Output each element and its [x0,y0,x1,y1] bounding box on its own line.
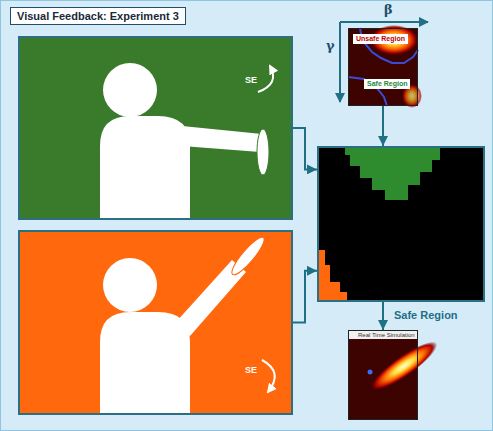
simulation-window: Safe RegionReal Time Simulation [348,330,418,420]
figure-arm [182,126,262,152]
flow-arrow [293,271,317,323]
region-map [317,146,485,302]
green-panel: SE [18,36,293,220]
heatmap-band [365,335,442,397]
motion-label: SE [245,366,257,376]
region-map [317,146,485,302]
axis-label: γ [326,38,335,53]
motion-label: SE [245,76,257,86]
title-box: Visual Feedback: Experiment 3 [10,7,186,25]
flow-arrow [382,106,384,146]
region-heading: Safe Region [394,309,458,321]
figure-body [100,312,190,413]
flow-arrow [382,302,384,330]
rotation-arrow [262,360,275,392]
window-title: Real Time Simulation [358,332,415,339]
orange-panel [18,230,293,415]
rotation-arrow [258,66,273,92]
flow-arrow [293,128,317,169]
window-titlebar [348,330,418,339]
safe-area [345,146,440,200]
figure-head [103,63,157,117]
axis-arrow [339,22,341,102]
axis-arrow [340,21,428,23]
unsafe-area [317,250,347,302]
figure-body [100,116,190,218]
region-label: Safe Region [364,79,410,89]
figure-head [103,258,157,312]
heatmap-box: Unsafe RegionSafe Region [348,28,418,106]
axis-label: β [384,2,393,17]
figure-hand [228,234,268,278]
region-label: Unsafe Region [353,34,408,44]
green-panel [18,36,293,220]
position-dot [368,370,373,375]
orange-panel: SE [18,230,293,415]
figure-hand [257,129,269,175]
